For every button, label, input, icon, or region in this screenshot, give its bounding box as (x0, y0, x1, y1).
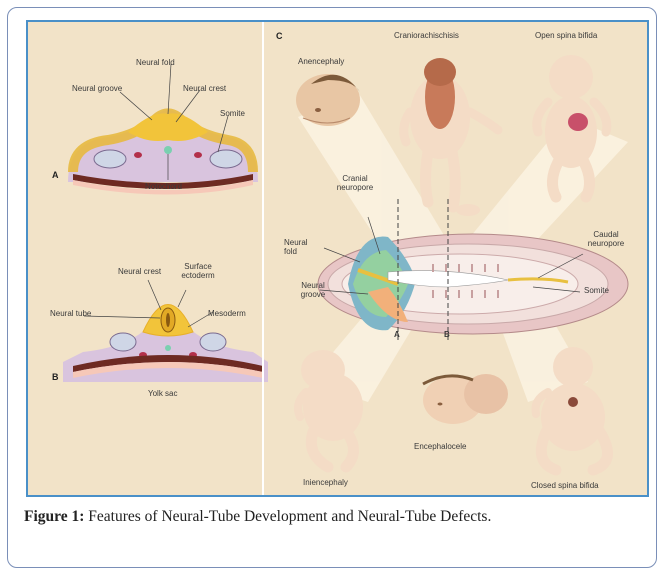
panel-b-letter: B (52, 372, 59, 382)
label-section-b: B (444, 330, 450, 339)
label-a-neural-crest: Neural crest (183, 84, 226, 93)
label-c-neural-groove: Neural groove (294, 281, 332, 299)
anencephaly-illustration (296, 74, 360, 126)
figure-caption: Figure 1: Features of Neural-Tube Develo… (24, 507, 654, 527)
label-encephalocele: Encephalocele (414, 442, 466, 451)
label-craniorachischisis: Craniorachischisis (394, 31, 459, 40)
label-b-neural-crest: Neural crest (118, 267, 161, 276)
label-section-a: A (394, 330, 400, 339)
label-closed-spina-bifida: Closed spina bifida (531, 481, 599, 490)
label-open-spina-bifida: Open spina bifida (535, 31, 597, 40)
label-caudal-neuropore: Caudal neuropore (581, 230, 631, 248)
label-c-somite: Somite (584, 286, 609, 295)
label-b-yolk-sac: Yolk sac (148, 389, 178, 398)
encephalocele-illustration (423, 374, 508, 424)
label-a-neural-fold: Neural fold (136, 58, 175, 67)
figure-caption-label: Figure 1: (24, 508, 84, 525)
label-a-neural-groove: Neural groove (72, 84, 122, 93)
figure-caption-text: Features of Neural-Tube Development and … (84, 508, 491, 525)
panel-divider (262, 22, 264, 495)
label-anencephaly: Anencephaly (298, 57, 344, 66)
label-b-neural-tube: Neural tube (50, 309, 91, 318)
label-b-mesoderm: Mesoderm (208, 309, 246, 318)
figure-drawing (28, 22, 649, 497)
label-iniencephaly: Iniencephaly (303, 478, 348, 487)
panel-b-cross-section (63, 280, 268, 382)
panel-c-letter: C (276, 31, 283, 41)
figure-illustration: A B C Neural fold Neural groove Neural c… (26, 20, 649, 497)
label-a-somite: Somite (220, 109, 245, 118)
label-b-surface-ectoderm: Surface ectoderm (173, 262, 223, 280)
label-cranial-neuropore: Cranial neuropore (333, 174, 377, 192)
label-a-notochord: Notochord (145, 182, 182, 191)
label-c-neural-fold: Neural fold (284, 238, 320, 256)
panel-a-letter: A (52, 170, 59, 180)
